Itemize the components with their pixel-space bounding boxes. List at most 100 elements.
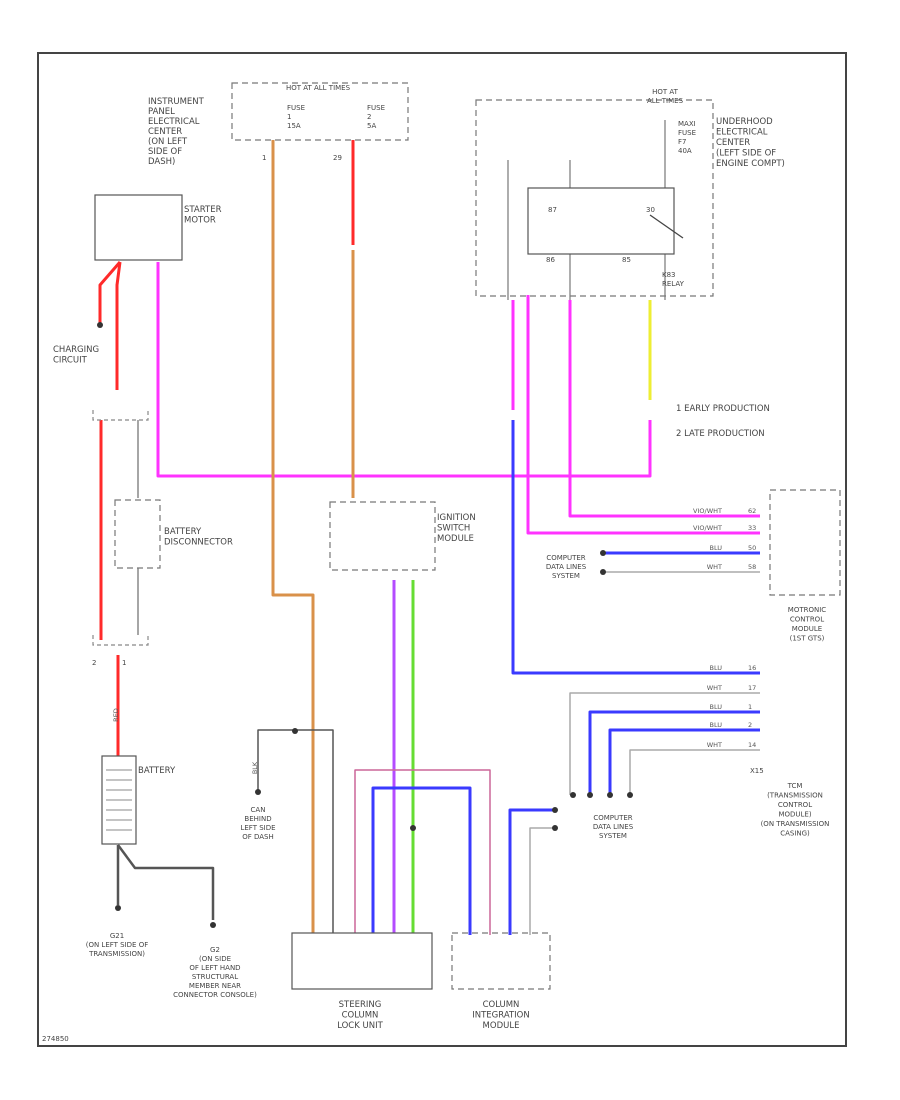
wire-wht-tcm-4	[629, 749, 760, 795]
tcm-data-dot-1	[587, 792, 593, 798]
label-hot-at-all-times-fuses: HOT AT ALL TIMES	[286, 84, 351, 92]
label-battery: BATTERY	[138, 766, 176, 776]
wire-label-tcm_5: WHT	[707, 741, 722, 749]
pin-label-ecm_blu: 50	[748, 544, 756, 552]
pin-label-tcm_5: 14	[748, 741, 756, 749]
tcm-data-dot-3	[627, 792, 633, 798]
label-relay-pin-87: 87	[548, 206, 557, 214]
wire-label-tcm_3: BLU	[709, 703, 722, 711]
fuse-link-bottom	[92, 635, 149, 646]
wire-label-tcm_1: BLU	[709, 664, 722, 672]
ground-dot-g2	[210, 922, 216, 928]
label-note-early-production: 1 EARLY PRODUCTION	[676, 404, 770, 414]
wire-pinkish-loop	[354, 769, 491, 935]
relay-switch-arm	[649, 214, 684, 239]
column-data-dot-1	[552, 807, 558, 813]
pin-label-ecm_pink1: 62	[748, 507, 756, 515]
label-battery-pin-1: 1	[122, 659, 126, 667]
wire-orange-fuse1	[271, 140, 315, 935]
fuse-link-top	[92, 410, 149, 421]
ecm-data-dot-blu	[600, 550, 606, 556]
splice-dot-can	[255, 789, 261, 795]
label-relay-pin-86: 86	[546, 256, 555, 264]
steering-lock-box	[291, 932, 433, 990]
label-relay-pin-85: 85	[622, 256, 631, 264]
wire-red-charging	[98, 261, 122, 325]
wire-label-blk-can: BLK	[251, 761, 259, 774]
component-boxes	[92, 82, 841, 990]
pin-label-ecm_pink2: 33	[748, 524, 756, 532]
wire-pink-ecm-1	[568, 300, 760, 518]
battery-disconnector-box	[114, 499, 161, 569]
wire-label-ecm_blu: BLU	[709, 544, 722, 552]
wire-blue-loop	[371, 786, 472, 935]
wire-wht-tcm-1	[569, 692, 760, 795]
label-note-late-production: 2 LATE PRODUCTION	[676, 429, 765, 439]
wire-label-red-battery: RED	[112, 708, 120, 722]
pin-label-tcm_4: 2	[748, 721, 752, 729]
pin-label-ecm_wht: 58	[748, 563, 756, 571]
wire-blue-tcm	[511, 420, 760, 675]
ignition-switch-module-box	[329, 501, 436, 571]
relay-k83	[527, 187, 675, 255]
diagram-frame	[37, 52, 847, 1047]
label-ipdc-pin-29: 29	[333, 154, 342, 162]
splice-dot-green	[410, 825, 416, 831]
wire-label-ecm_pink2: VIO/WHT	[693, 524, 722, 532]
pin-label-tcm_1: 16	[748, 664, 756, 672]
wire-pink-starter-relay	[156, 262, 652, 478]
wire-blue-tcm-3	[608, 728, 760, 795]
tcm-data-dot-0	[570, 792, 576, 798]
starter-motor-box	[94, 194, 183, 261]
underhood-relay-box	[475, 99, 714, 297]
label-figure-id: 274850	[42, 1035, 69, 1043]
wire-wht-column	[529, 827, 555, 935]
splice-dot-can-2	[292, 728, 298, 734]
wire-pink-ecm-2	[526, 295, 760, 535]
wire-label-tcm_4: BLU	[709, 721, 722, 729]
column-integration-box	[451, 932, 551, 990]
wire-red-starter	[115, 261, 122, 390]
label-battery-pin-2: 2	[92, 659, 96, 667]
wire-label-ecm_wht: WHT	[707, 563, 722, 571]
column-data-dot-2	[552, 825, 558, 831]
label-relay-pin-30: 30	[646, 206, 655, 214]
wire-label-tcm_2: WHT	[707, 684, 722, 692]
pin-label-tcm_3: 1	[748, 703, 752, 711]
label-ipdc-pin-1: 1	[262, 154, 266, 162]
ground-dot-charging	[97, 322, 103, 328]
ecm-data-dot-wht	[600, 569, 606, 575]
wire-blue-tcm-2	[588, 710, 760, 795]
tcm-data-dot-2	[607, 792, 613, 798]
ipdc-fuse-box	[231, 82, 409, 141]
wire-blk-ground-2	[116, 844, 215, 920]
wires	[97, 120, 760, 935]
label-tcm-ref: X15	[750, 767, 764, 775]
wire-label-ecm_pink1: VIO/WHT	[693, 507, 722, 515]
wire-blue-column	[508, 808, 555, 935]
pin-label-tcm_2: 17	[748, 684, 756, 692]
ecm-connector-box	[769, 489, 841, 596]
ground-dot-g21	[115, 905, 121, 911]
